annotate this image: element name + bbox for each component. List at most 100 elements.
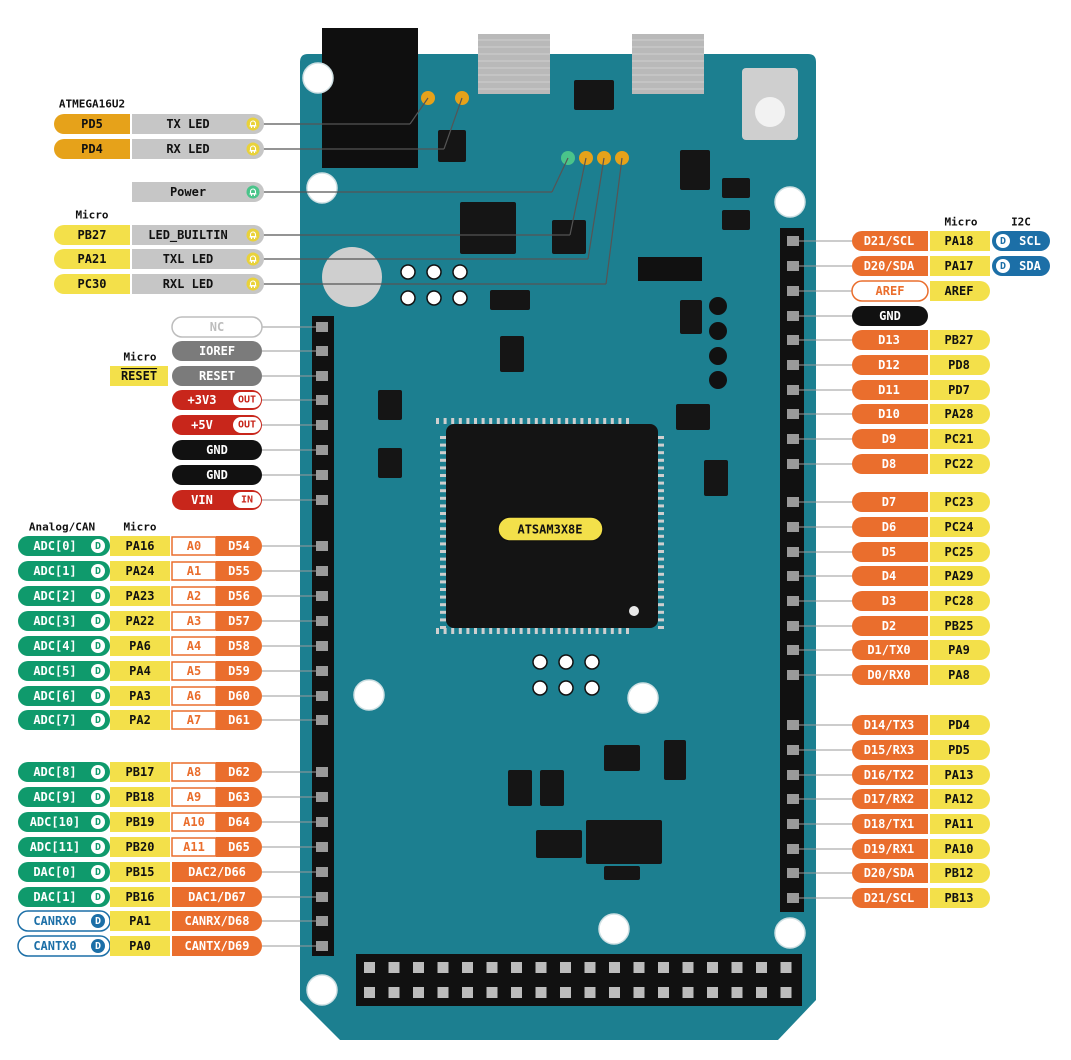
chip-pin xyxy=(603,628,607,634)
jumper-pin xyxy=(558,680,574,696)
i2c-pin-name: SCL xyxy=(1019,234,1041,248)
analog-micro-pin: PA23 xyxy=(126,589,155,603)
power-pin-name: +3V3 xyxy=(188,393,217,407)
chip-pin xyxy=(440,519,446,523)
right-micro-square xyxy=(930,492,950,512)
chip-pin xyxy=(658,588,664,591)
header-pin-left xyxy=(316,867,328,877)
func-pin-pill xyxy=(18,812,110,832)
d-badge-letter: D xyxy=(95,691,101,702)
header-pin-right xyxy=(787,409,799,419)
right-ard-name: D1/TX0 xyxy=(867,643,910,657)
bottom-header-pin xyxy=(535,962,547,973)
right-ard-name: D21/SCL xyxy=(864,234,915,248)
right-micro-square-end xyxy=(970,256,990,276)
ard-pin-name: A1 xyxy=(187,564,201,578)
right-micro-square xyxy=(930,616,950,636)
smd-component xyxy=(676,404,710,430)
led-icon xyxy=(246,142,260,156)
right-micro-pin: PA29 xyxy=(945,569,974,583)
right-ard-name: D5 xyxy=(882,545,896,559)
chip-pin xyxy=(440,474,446,477)
dig-pin-square xyxy=(216,812,236,832)
analog-micro-box xyxy=(110,661,170,681)
led-glyph xyxy=(249,120,257,128)
chip-pin xyxy=(474,628,477,634)
dig-pin-name: D56 xyxy=(228,589,250,603)
right-header-strip xyxy=(780,228,804,912)
dig-pin-name: D64 xyxy=(228,815,250,829)
right-micro-pin: PA8 xyxy=(948,668,970,682)
right-pin-square xyxy=(908,814,928,834)
heading-atmega: ATMEGA16U2 xyxy=(59,98,125,111)
ard-pin-name: A10 xyxy=(183,815,205,829)
chip-pin xyxy=(626,628,629,634)
led-leader-line xyxy=(409,97,429,125)
dig-pin-square xyxy=(216,787,236,807)
func-pin-name: ADC[7] xyxy=(33,713,76,727)
bottom-header-pin xyxy=(462,962,473,973)
jumper-pin xyxy=(532,654,548,670)
right-ard-name: D20/SDA xyxy=(864,259,915,273)
right-micro-pin: PC22 xyxy=(945,457,974,471)
right-micro-square xyxy=(930,740,950,760)
smd-component xyxy=(378,448,402,478)
header-pin-left xyxy=(316,715,328,725)
power-pin-tag: OUT xyxy=(238,420,256,431)
bottom-header-pin xyxy=(364,962,375,973)
d-badge-icon xyxy=(91,589,105,603)
bottom-header-pin xyxy=(682,987,694,998)
d-badge-icon xyxy=(91,790,105,804)
chip-pin xyxy=(458,628,462,634)
right-micro-square xyxy=(930,863,950,883)
right-micro-square-end xyxy=(970,231,990,251)
right-ard-name: AREF xyxy=(876,284,905,298)
bottom-header-pin xyxy=(584,962,596,973)
led-name: TXL LED xyxy=(163,252,214,266)
d-badge-letter: D xyxy=(95,591,101,602)
right-pin-square xyxy=(908,640,928,660)
mounting-hole xyxy=(627,682,659,714)
func-pin-pill xyxy=(18,762,110,782)
right-pin-square xyxy=(908,591,928,611)
smd-component xyxy=(722,178,750,198)
power-pin-tag: IN xyxy=(241,495,253,506)
usb-port-native xyxy=(478,34,550,94)
analog-micro-pin: PA24 xyxy=(126,564,155,578)
smd-component xyxy=(574,80,614,110)
d-badge-icon xyxy=(91,614,105,628)
heading-micro-analog: Micro xyxy=(123,521,156,534)
led-name: LED_BUILTIN xyxy=(148,228,227,243)
right-micro-square xyxy=(930,814,950,834)
right-ard-name: D16/TX2 xyxy=(864,768,915,782)
header-pin-right xyxy=(787,621,799,631)
chip-pin xyxy=(451,628,455,634)
led-name: TX LED xyxy=(166,117,209,131)
ard-pin-name: A0 xyxy=(187,539,201,553)
func-pin-name: ADC[9] xyxy=(33,790,76,804)
header-pin-right xyxy=(787,745,799,755)
chip-pin xyxy=(618,418,622,424)
header-pin-right xyxy=(787,596,799,606)
func-pin-name: ADC[6] xyxy=(33,689,76,703)
led-glyph xyxy=(249,255,257,263)
right-pin-square xyxy=(908,616,928,636)
analog-micro-pin: PB15 xyxy=(126,865,155,879)
chip-pin xyxy=(658,595,664,599)
chip-pin xyxy=(572,628,576,634)
right-pin-square xyxy=(908,492,928,512)
header-pin-left xyxy=(316,541,328,551)
chip-pin xyxy=(466,628,470,634)
chip-pin xyxy=(542,628,546,634)
right-micro-square xyxy=(930,789,950,809)
smd-component xyxy=(536,830,582,858)
led-glyph xyxy=(249,280,257,288)
right-micro-pin: PB12 xyxy=(945,866,974,880)
chip-pin xyxy=(527,418,531,424)
chip-pin xyxy=(440,580,446,584)
led-icon xyxy=(246,252,260,266)
chip-pin xyxy=(658,580,664,584)
led-name-pill-square xyxy=(132,274,152,294)
right-micro-pin: PC24 xyxy=(945,520,974,534)
analog-micro-box xyxy=(110,586,170,606)
